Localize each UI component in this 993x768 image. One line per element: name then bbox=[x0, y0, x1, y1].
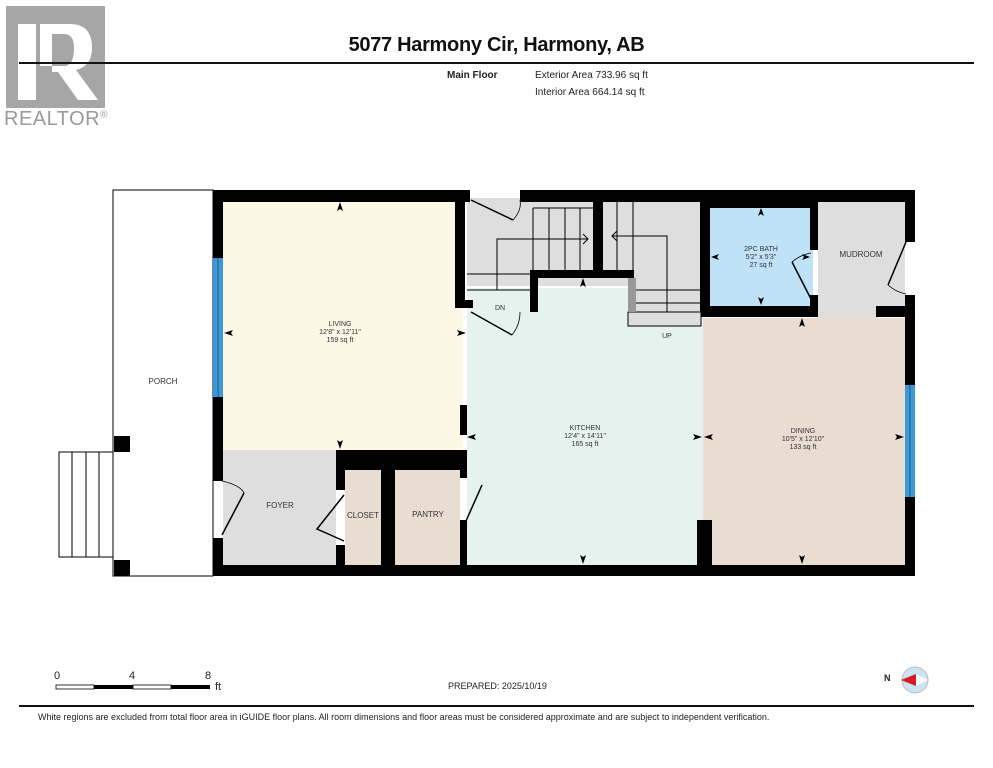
dimension-arrows bbox=[224, 202, 904, 564]
disclaimer-text: White regions are excluded from total fl… bbox=[38, 712, 770, 722]
exterior-area: Exterior Area 733.96 sq ft bbox=[535, 70, 648, 81]
living-area: 159 sq ft bbox=[326, 337, 354, 344]
room-label-kitchen: KITCHEN 12'4" x 14'11" 165 sq ft bbox=[535, 425, 635, 449]
scale-unit: ft bbox=[215, 681, 222, 693]
prepared-date: PREPARED: 2025/10/19 bbox=[448, 681, 547, 691]
realtor-logo bbox=[6, 6, 105, 108]
room-label-porch: PORCH bbox=[120, 378, 206, 386]
room-label-foyer: FOYER bbox=[250, 502, 310, 510]
interior-area: Interior Area 664.14 sq ft bbox=[535, 87, 645, 98]
room-label-dining: DINING 10'5" x 12'10" 133 sq ft bbox=[753, 428, 853, 452]
mudroom-room bbox=[818, 202, 905, 306]
room-label-closet: CLOSET bbox=[344, 512, 382, 520]
living-dims: 12'8" x 12'11" bbox=[319, 329, 361, 336]
walls bbox=[213, 190, 915, 576]
bath-dims: 5'2" x 5'3" bbox=[745, 254, 777, 261]
closet-name: CLOSET bbox=[346, 511, 379, 520]
porch-steps bbox=[58, 451, 114, 558]
foyer-name: FOYER bbox=[266, 501, 294, 510]
living-room bbox=[223, 202, 463, 450]
room-label-mudroom: MUDROOM bbox=[826, 251, 896, 259]
pantry-name: PANTRY bbox=[412, 510, 444, 519]
living-name: LIVING bbox=[328, 321, 352, 328]
scale-tick-0: 0 bbox=[54, 670, 61, 682]
stairs bbox=[467, 202, 702, 327]
kitchen-area: 165 sq ft bbox=[571, 441, 599, 448]
foyer-room bbox=[223, 450, 336, 565]
windows bbox=[213, 258, 915, 497]
kitchen-dims: 12'4" x 14'11" bbox=[564, 433, 606, 440]
closet-room bbox=[345, 470, 381, 565]
dining-dims: 10'5" x 12'10" bbox=[781, 436, 825, 443]
bath-area: 27 sq ft bbox=[749, 262, 773, 269]
realtor-word: REALTOR bbox=[4, 108, 101, 130]
scale-tick-4: 4 bbox=[129, 670, 136, 682]
registered-mark: ® bbox=[100, 109, 108, 121]
room-label-living: LIVING 12'8" x 12'11" 159 sq ft bbox=[290, 321, 390, 345]
room-label-pantry: PANTRY bbox=[398, 511, 458, 519]
bath-room bbox=[710, 207, 813, 306]
pantry-room bbox=[395, 470, 460, 565]
title-divider bbox=[19, 62, 974, 64]
room-label-bath: 2PC BATH 5'2" x 5'3" 27 sq ft bbox=[731, 246, 791, 270]
scale-tick-8: 8 bbox=[205, 670, 212, 682]
dining-room bbox=[703, 318, 905, 565]
mudroom-name: MUDROOM bbox=[839, 250, 883, 259]
doors bbox=[221, 199, 907, 542]
page-title: 5077 Harmony Cir, Harmony, AB bbox=[348, 34, 645, 56]
kitchen-room bbox=[467, 288, 703, 565]
bath-name: 2PC BATH bbox=[744, 246, 778, 253]
compass bbox=[890, 665, 940, 700]
scale-bar bbox=[54, 670, 234, 705]
footer-divider bbox=[19, 705, 974, 707]
kitchen-name: KITCHEN bbox=[569, 425, 601, 432]
floor-label: Main Floor bbox=[447, 70, 498, 81]
dining-area: 133 sq ft bbox=[789, 444, 817, 451]
dining-name: DINING bbox=[790, 428, 816, 435]
stairs-down-label: DN bbox=[494, 305, 506, 312]
stairs-up-label: UP bbox=[662, 333, 672, 340]
compass-north-label: N bbox=[884, 673, 891, 683]
realtor-wordmark: REALTOR® bbox=[4, 108, 108, 131]
compass-rose-icon bbox=[901, 666, 929, 694]
porch-name: PORCH bbox=[148, 377, 178, 386]
